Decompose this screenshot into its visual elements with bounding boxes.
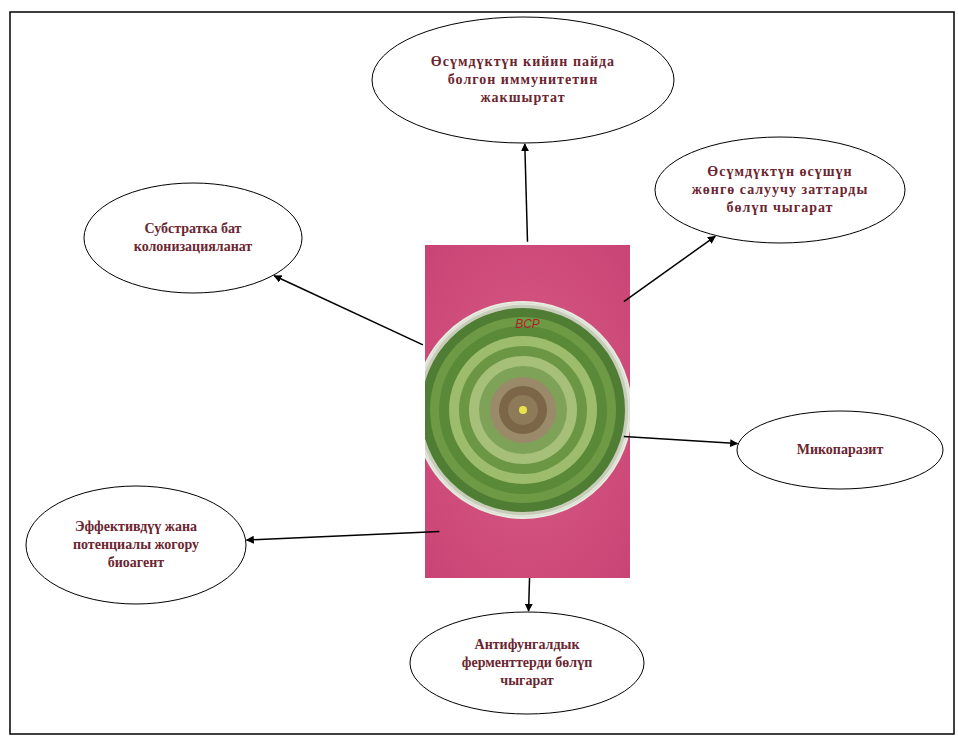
ellipse-node: Өсүмдүктүн кийин пайда болгон иммунитети… bbox=[371, 16, 675, 144]
arrow-connector bbox=[274, 276, 423, 345]
ellipse-shape bbox=[372, 17, 674, 143]
ellipse-shape bbox=[655, 137, 905, 243]
node-text: Өсүмдүктүн кийин пайда болгон иммунитети… bbox=[411, 53, 636, 107]
ellipse-shape bbox=[737, 411, 943, 489]
ellipse-shape bbox=[410, 612, 644, 714]
dish bbox=[425, 302, 630, 518]
frame-border bbox=[10, 12, 954, 734]
ellipse-node: Микопаразит bbox=[736, 410, 944, 490]
petri-dish-photo bbox=[425, 245, 630, 578]
node-text: Микопаразит bbox=[763, 441, 917, 459]
dish-label: BCP bbox=[425, 317, 630, 331]
node-text: Өсүмдүктүн өсүшүн жөнгө салуучу заттарды… bbox=[687, 163, 873, 217]
arrow-connector bbox=[624, 436, 738, 443]
arrow-connector bbox=[528, 578, 530, 611]
ellipse-shape bbox=[26, 486, 246, 604]
arrow-connector bbox=[247, 531, 440, 540]
ellipse-shape bbox=[84, 183, 302, 293]
node-text: Эффективдүү жана потенциалы жогору биоаг… bbox=[54, 518, 218, 572]
ellipse-node: Субстратка бат колонизацияланат bbox=[83, 182, 303, 294]
petri-dish-node: BCP bbox=[425, 245, 630, 578]
node-text: Антифунгалдык ферменттерди бөлүп чыгарат bbox=[440, 636, 615, 690]
ellipse-outline bbox=[83, 182, 303, 294]
ellipse-node: Антифунгалдык ферменттерди бөлүп чыгарат bbox=[409, 611, 645, 715]
arrow-connector bbox=[525, 144, 528, 242]
ellipse-node: Эффективдүү жана потенциалы жогору биоаг… bbox=[25, 485, 247, 605]
photo-background bbox=[425, 245, 630, 578]
ellipse-node: Өсүмдүктүн өсүшүн жөнгө салуучу заттарды… bbox=[654, 136, 906, 244]
node-text: Субстратка бат колонизацияланат bbox=[112, 220, 275, 256]
arrow-connector bbox=[624, 236, 715, 301]
